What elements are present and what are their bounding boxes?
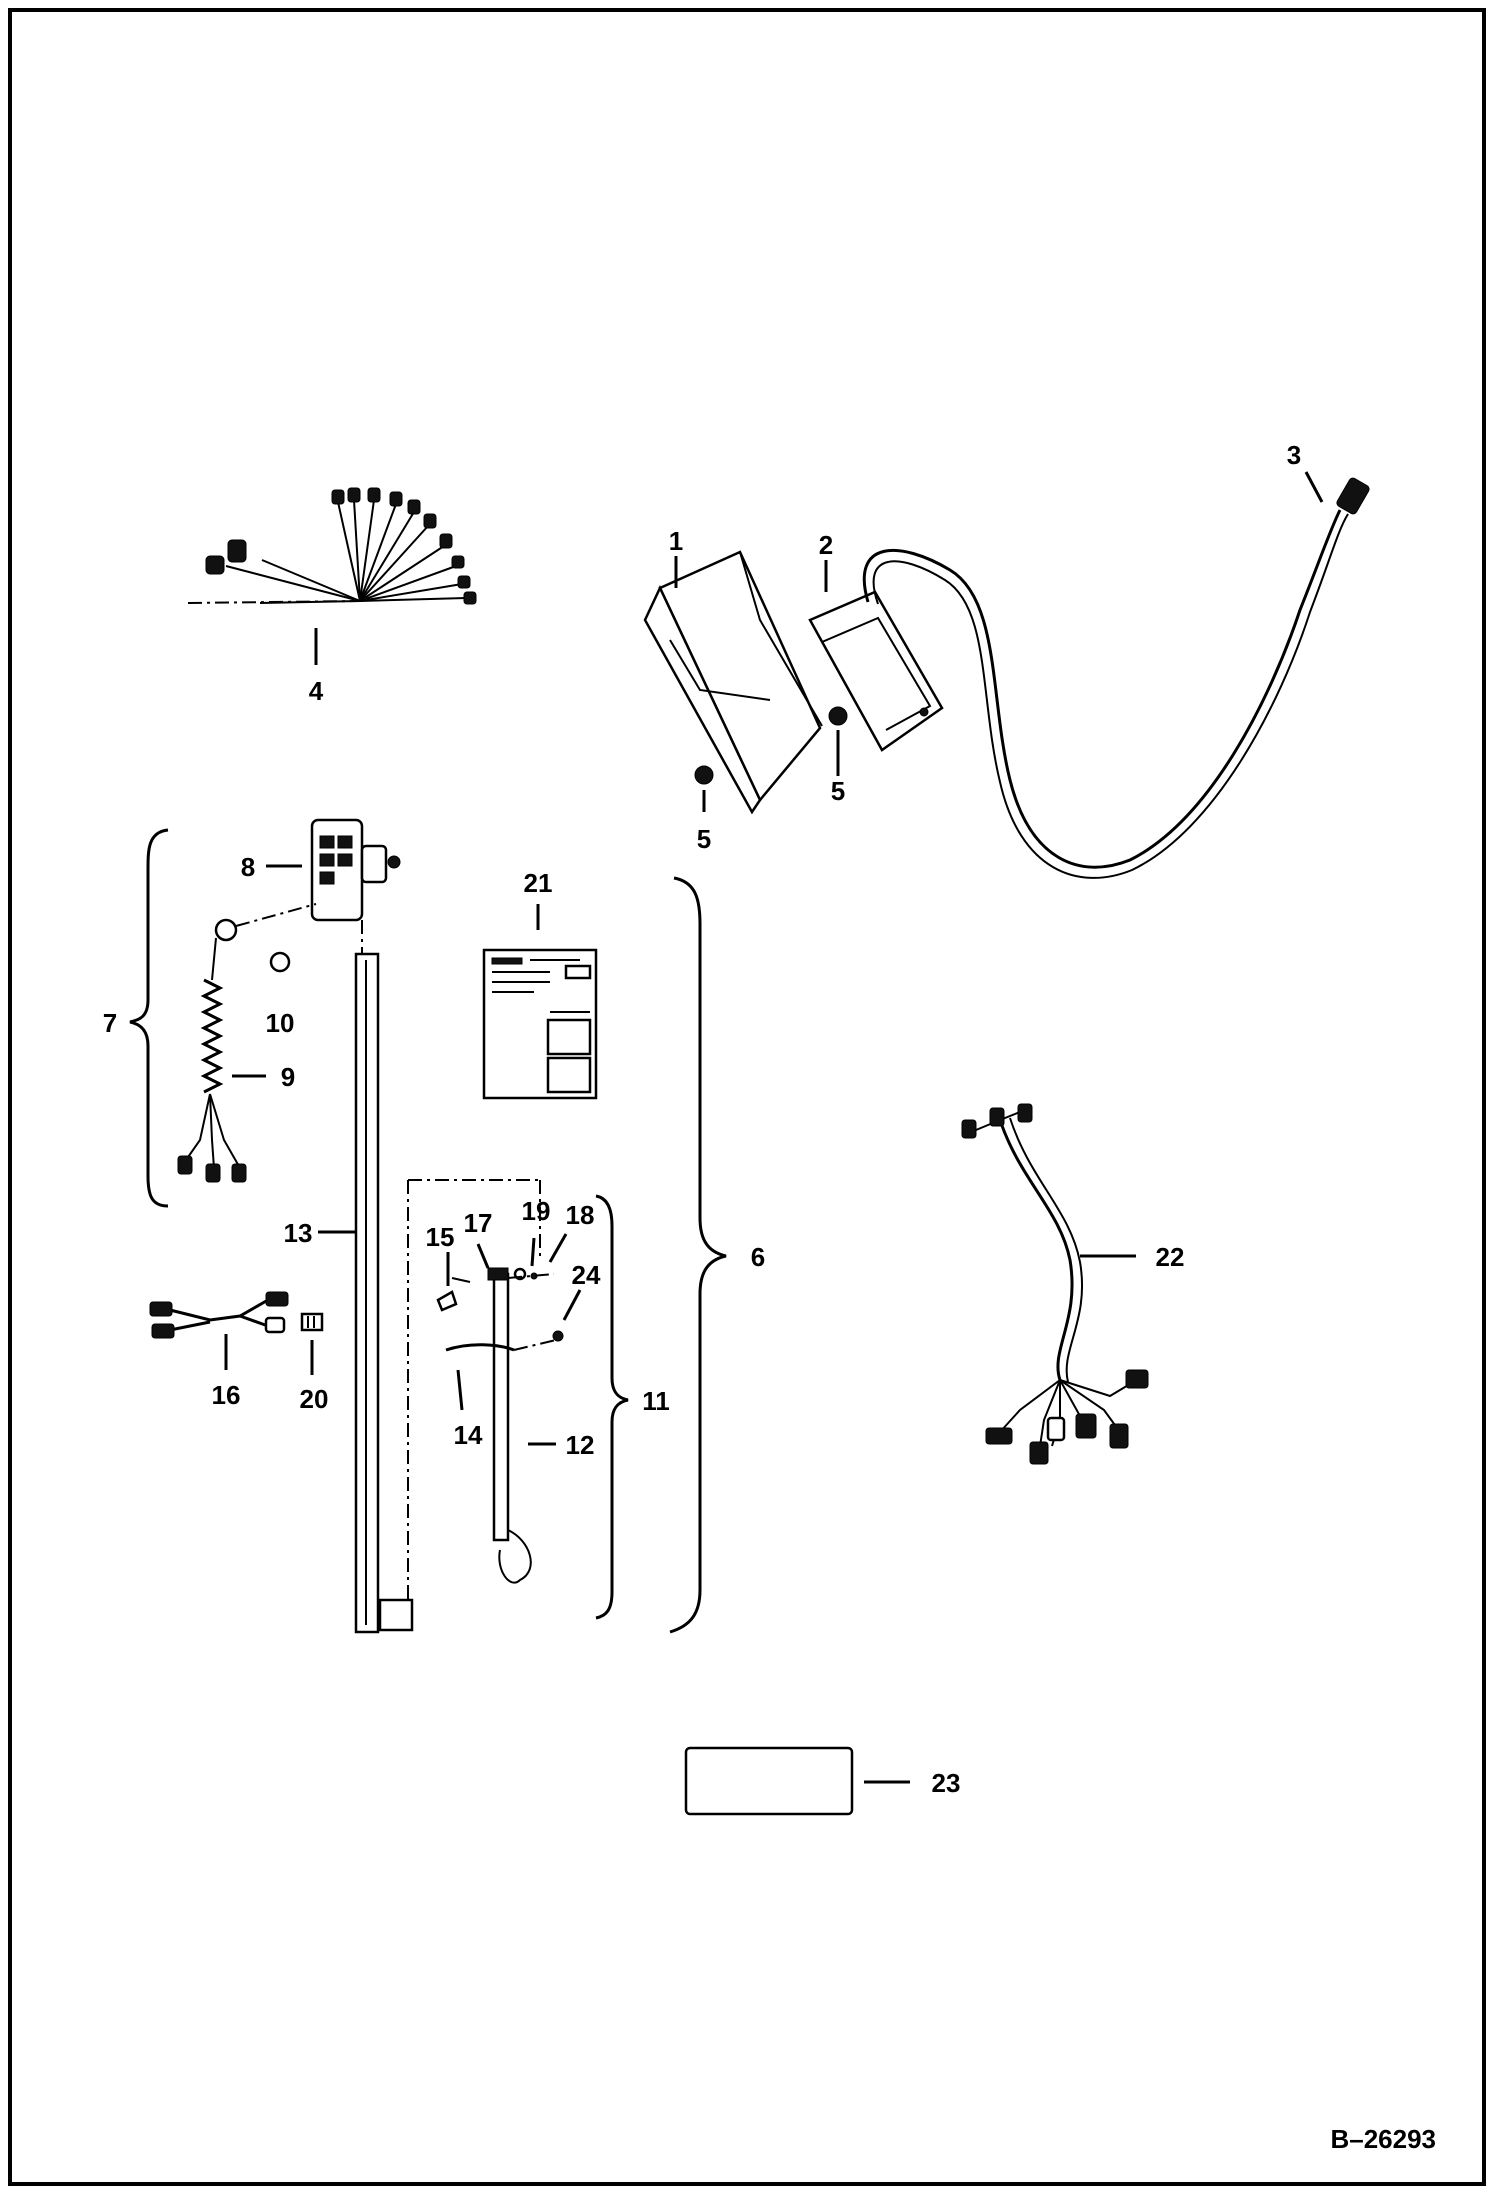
part-16-y-harness [149,1291,289,1370]
callout-18: 18 [566,1200,595,1230]
callout-7: 7 [103,1008,117,1038]
callout-10: 10 [266,1008,295,1038]
callout-13: 13 [284,1218,313,1248]
part-1-bracket [643,550,823,815]
part-20-connector [300,1312,324,1375]
callout-12: 12 [566,1430,595,1460]
part-9-coiled-cord [177,903,317,1183]
callout-labels: 1 2 3 4 5 5 6 7 8 9 10 11 12 13 14 15 16… [103,440,1301,1798]
callout-16: 16 [212,1380,241,1410]
part-3-cable [862,477,1370,879]
callout-6: 6 [751,1242,765,1272]
drawing-code: B–26293 [1330,2124,1436,2154]
callout-4: 4 [309,676,324,706]
callout-11: 11 [642,1386,670,1416]
callout-8: 8 [241,852,255,882]
callout-20: 20 [300,1384,329,1414]
callout-5-right: 5 [831,776,845,806]
part-10-nut [269,951,291,973]
callout-23: 23 [932,1768,961,1798]
part-23-box [684,1746,854,1816]
callout-5-left: 5 [697,824,711,854]
leader-lines [232,471,1324,1784]
part-22-main-harness [961,1103,1149,1465]
brace-6 [669,876,727,1634]
diagram-frame [8,8,1486,2186]
part-2-module [808,590,944,752]
callout-19: 19 [522,1196,551,1226]
part-8-switch [310,818,401,922]
callout-2: 2 [819,530,833,560]
brace-11 [595,1194,629,1620]
part-21-decal [482,948,598,1100]
callout-1: 1 [669,526,683,556]
part-4-harness [187,487,477,665]
callout-15: 15 [426,1222,455,1252]
callout-24: 24 [572,1260,601,1290]
callout-3: 3 [1287,440,1301,470]
part-12-rod-assembly [436,1267,564,1584]
brace-7 [129,828,169,1208]
part-13-tube [354,920,541,1634]
callout-21: 21 [524,868,553,898]
callout-9: 9 [281,1062,295,1092]
callout-17: 17 [464,1208,493,1238]
callout-14: 14 [454,1420,483,1450]
callout-22: 22 [1156,1242,1185,1272]
